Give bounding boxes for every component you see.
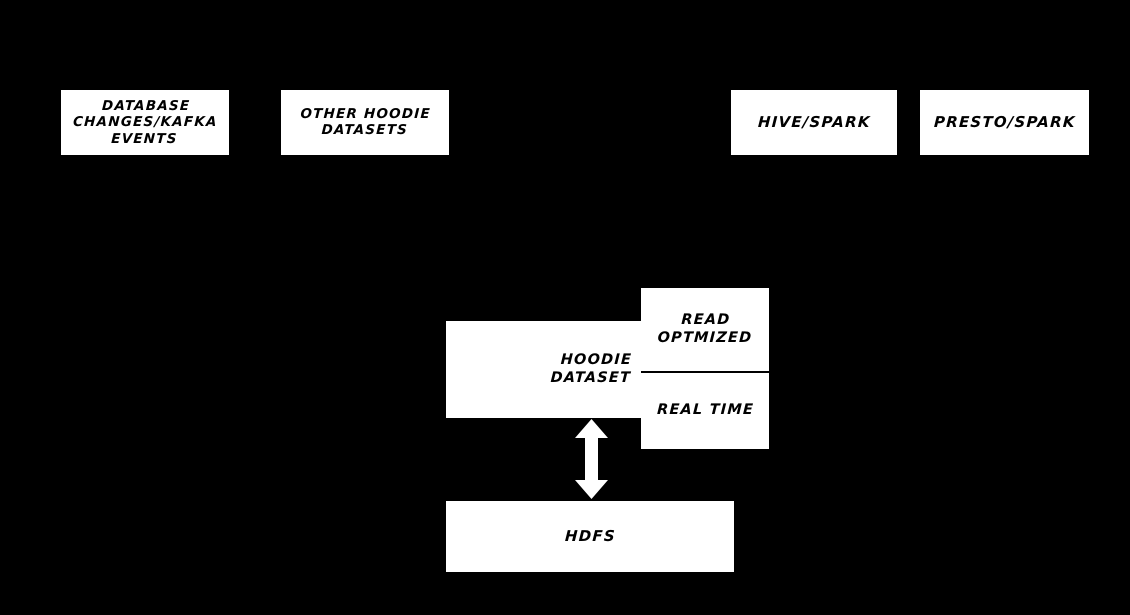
node-label: HDFS	[564, 527, 616, 546]
node-read-optimized-view[interactable]: Read Optmized	[641, 288, 769, 371]
arrow-shape	[575, 419, 608, 499]
node-label: Hoodie Dataset	[549, 351, 632, 386]
node-hoodie-dataset[interactable]: Hoodie Dataset	[446, 321, 641, 418]
node-real-time-view[interactable]: Real Time	[641, 371, 769, 449]
node-database-changes-kafka-events[interactable]: Database Changes/Kafka Events	[61, 90, 229, 155]
node-label: Read Optmized	[656, 311, 753, 346]
double-headed-arrow-icon	[575, 419, 608, 499]
node-label: Presto/Spark	[933, 113, 1076, 132]
node-hdfs[interactable]: HDFS	[446, 501, 734, 572]
node-label: Database Changes/Kafka Events	[72, 97, 218, 147]
node-hive-spark[interactable]: Hive/Spark	[731, 90, 897, 155]
node-label: Hive/Spark	[757, 113, 871, 132]
double-headed-arrow-svg	[575, 419, 608, 499]
node-label: Real Time	[656, 402, 754, 419]
node-label: Other Hoodie Datasets	[299, 106, 432, 139]
node-presto-spark[interactable]: Presto/Spark	[920, 90, 1089, 155]
node-other-hoodie-datasets[interactable]: Other Hoodie Datasets	[281, 90, 449, 155]
